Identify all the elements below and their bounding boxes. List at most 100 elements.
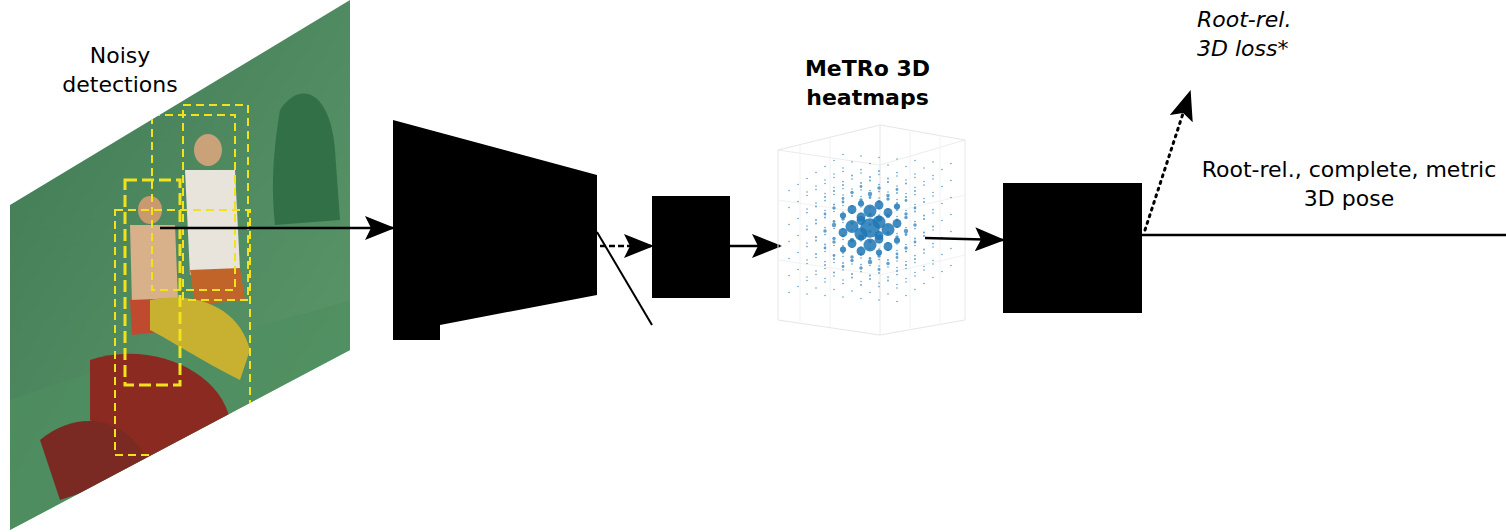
heatmap-dot: [868, 260, 873, 265]
heatmap-dot: [833, 275, 835, 277]
heatmap-dot: [884, 242, 893, 251]
heatmap-dot: [914, 241, 917, 244]
heatmap-dot: [850, 255, 853, 258]
heatmap-dot: [842, 194, 844, 196]
heatmap-dot: [887, 276, 889, 278]
heatmap-dot: [914, 173, 916, 175]
heatmap-dot: [905, 295, 907, 297]
heatmap-dot: [806, 263, 808, 265]
heatmap-dot: [824, 210, 826, 212]
heatmap-dot: [923, 218, 925, 220]
heatmap-dot: [815, 223, 817, 225]
heatmap-dot: [860, 264, 862, 266]
heatmap-dot: [905, 261, 907, 263]
heatmap-dot: [887, 191, 889, 193]
heatmap-dot: [923, 215, 925, 217]
heatmap-dot: [806, 293, 808, 295]
loss-arrow: [1145, 92, 1190, 230]
heatmap-dot: [869, 257, 872, 260]
heatmap-dot: [869, 278, 871, 280]
heatmap-dot: [839, 228, 848, 237]
heatmap-dot: [833, 190, 835, 192]
heatmap-dot: [815, 189, 817, 191]
heatmap-dot: [923, 167, 925, 169]
heatmap-dot: [878, 184, 880, 186]
heatmap-dot: [905, 193, 907, 195]
heatmap-dot: [832, 206, 835, 209]
heatmap-dot: [824, 217, 826, 219]
heatmap-dot: [932, 209, 934, 211]
heatmap-dot: [914, 275, 916, 277]
input-photo: [10, 0, 350, 530]
heatmap-dot: [860, 185, 863, 188]
heatmap-dot: [850, 238, 855, 243]
heatmap-dot: [887, 280, 889, 282]
head-layer: [652, 196, 730, 298]
heatmap-dot: [896, 158, 898, 160]
heatmap-dot: [850, 259, 853, 262]
heatmap-dot: [833, 289, 835, 291]
heatmap-dot: [815, 240, 817, 242]
heatmap-dot: [842, 265, 845, 268]
heatmap-panel: MeTRo 3D heatmaps: [760, 55, 975, 335]
heatmap-dot: [886, 197, 889, 200]
heatmap-dot: [896, 284, 898, 286]
heatmap-dot: [914, 211, 916, 213]
heatmap-dot: [824, 251, 826, 253]
heatmap-dot: [788, 207, 790, 209]
heatmap-dot: [869, 176, 871, 178]
heatmap-dot: [932, 243, 934, 245]
heatmap-dot: [914, 221, 916, 223]
heatmap-dot: [887, 266, 889, 268]
heatmap-dot: [851, 188, 853, 190]
heatmap-dot: [877, 186, 880, 189]
heatmap-dot: [859, 266, 862, 269]
heatmap-dot: [878, 214, 880, 216]
heatmap-dot: [914, 289, 916, 291]
heatmap-dot: [923, 184, 925, 186]
heatmap-dot: [824, 281, 826, 283]
heatmap-dot: [815, 287, 817, 289]
heatmap-dot: [860, 169, 862, 171]
heatmap-dot: [806, 208, 808, 210]
heatmap-dot: [950, 163, 952, 165]
heatmap-dot: [842, 154, 844, 156]
heatmap-dot: [860, 213, 862, 215]
node-heading: Noisy detections: [40, 42, 200, 99]
heatmap-dot: [932, 175, 934, 177]
heatmap-dot: [932, 246, 934, 248]
heatmap-dot: [881, 223, 894, 236]
heatmap-dot: [850, 191, 853, 194]
heatmap-dot: [842, 228, 844, 230]
loss-label: Root-rel. 3D loss*: [1197, 6, 1317, 63]
heatmap-dot: [878, 248, 880, 250]
heatmap-dot: [887, 242, 889, 244]
heatmap-dot: [896, 233, 898, 235]
heatmap-dot: [842, 239, 844, 241]
heatmap-dot: [797, 218, 799, 220]
heatmap-dot: [842, 279, 844, 281]
heatmap-dot: [833, 258, 835, 260]
heatmap-dot: [851, 277, 853, 279]
heatmap-dot: [914, 228, 916, 230]
heatmap-dot: [932, 277, 934, 279]
heatmap-dot: [863, 238, 876, 251]
heatmap-dot: [815, 219, 817, 221]
heatmap-dot: [806, 276, 808, 278]
heatmap-dot: [815, 257, 817, 259]
heatmap-dot: [914, 262, 916, 264]
heatmap-dot: [833, 204, 835, 206]
heatmap-dot: [824, 278, 826, 280]
heatmap-dot: [860, 284, 862, 286]
heatmap-dot: [832, 223, 837, 228]
image-panel: Noisy detections: [0, 40, 365, 530]
heatmap-dot: [914, 177, 916, 179]
heatmap-dot: [842, 171, 844, 173]
heatmap-dot: [896, 219, 899, 222]
heatmap-dot: [896, 216, 898, 218]
heatmap-dot: [887, 225, 889, 227]
heatmap-dot: [950, 180, 952, 182]
heatmap-dot: [842, 283, 844, 285]
heatmap-dot: [842, 245, 844, 247]
